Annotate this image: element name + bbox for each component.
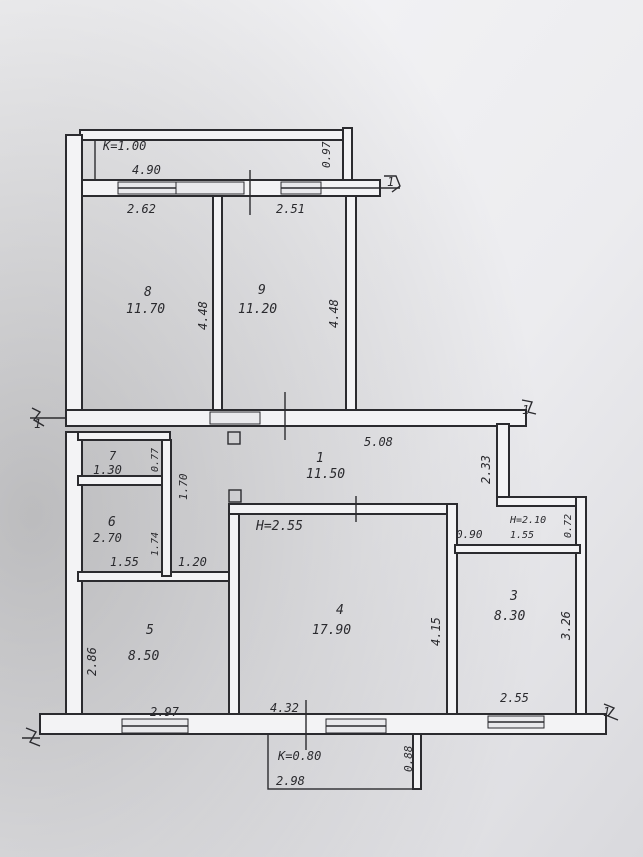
section-mark-left-label: 1 (34, 417, 41, 431)
r6-w2-label: 1.74 (150, 532, 161, 556)
r3-upper-label: 2.33 (479, 455, 493, 484)
room5-number: 5 (146, 623, 154, 638)
h-main-label: H=2.55 (255, 519, 303, 534)
balcony-bottom-len-label: 2.98 (276, 774, 305, 788)
r3-door-label: 0.90 (456, 528, 483, 541)
room9-area: 11.20 (238, 302, 277, 317)
r6-w-label: 1.55 (110, 555, 139, 569)
wall-corridor-top (65, 409, 527, 427)
r4-h-label: 4.15 (429, 617, 443, 646)
wall-6-5 (77, 571, 234, 582)
section-mark-top-right-label: 1 (387, 175, 394, 189)
hall-len-label: 5.08 (364, 435, 393, 449)
room6-number: 6 (108, 515, 116, 530)
wall-right-7-6 (161, 439, 172, 577)
wall-small-room-top (496, 496, 584, 507)
r8-width-label: 2.62 (127, 202, 156, 216)
small-w-label: 0.72 (563, 514, 574, 538)
corr-w-label: 1.20 (178, 555, 207, 569)
room8-number: 8 (144, 285, 152, 300)
r6-h-label: 1.70 (177, 473, 190, 500)
wall-right-3 (575, 496, 587, 718)
balcony-top-depth-label: 0.97 (320, 141, 333, 168)
door-room9 (209, 411, 261, 425)
r9-length-label: 4.48 (327, 299, 341, 328)
room4-number: 4 (336, 603, 344, 618)
small-len-label: 1.55 (510, 530, 534, 541)
room3-area: 8.30 (494, 609, 525, 624)
balcony-bottom-right (412, 733, 422, 790)
wall-top-3 (454, 544, 581, 554)
room7-number: 7 (109, 449, 117, 463)
section-mark-left-mid (31, 407, 45, 427)
wall-right-9 (345, 195, 357, 417)
balcony-top-len-label: 4.90 (132, 163, 161, 177)
r8-length-label: 4.48 (196, 301, 210, 330)
wall-top-4 (228, 503, 458, 515)
wall-hall-right (496, 423, 510, 500)
wall-8-9 (212, 195, 223, 412)
room4-area: 17.90 (312, 623, 351, 638)
r5-w-label: 2.97 (150, 705, 180, 719)
balcony-top-right-wall (342, 127, 353, 184)
balcony-door-room8 (175, 181, 245, 195)
section-mark-mid-right-label: 1 (522, 403, 529, 417)
r3-w-label: 2.55 (500, 691, 529, 705)
r9-width-label: 2.51 (276, 202, 305, 216)
wall-left-upper (65, 134, 83, 416)
k-top-label: K=1.00 (102, 139, 146, 153)
r7-w-label: 0.77 (150, 448, 161, 472)
section-mark-right-label: 1 (603, 705, 610, 719)
section-mark-left-bottom (25, 727, 41, 747)
wall-left-4 (228, 503, 240, 720)
section-mark-right-bottom (603, 703, 619, 721)
room3-number: 3 (509, 589, 518, 604)
column-stub (228, 489, 242, 503)
room7-area: 1.30 (93, 463, 122, 477)
r3-h-label: 3.26 (559, 611, 573, 641)
balcony-bottom-depth-label: 0.88 (402, 745, 415, 772)
room8-area: 11.70 (126, 302, 165, 317)
k-bottom-label: K=0.80 (277, 749, 321, 763)
room9-number: 9 (258, 283, 266, 298)
section-mark-top-right (384, 175, 401, 193)
room6-area: 2.70 (93, 531, 122, 545)
wall-top-7 (77, 431, 171, 441)
section-mark-right-mid (521, 399, 537, 415)
r5-h-label: 2.86 (85, 647, 99, 676)
room1-area: 11.50 (306, 467, 345, 482)
h-small-label: H=2.10 (509, 515, 546, 526)
r4-w-label: 4.32 (270, 701, 299, 715)
column-stub-2 (227, 431, 241, 445)
room5-area: 8.50 (128, 649, 159, 664)
room1-number: 1 (316, 451, 324, 466)
wall-7-6 (77, 475, 171, 486)
